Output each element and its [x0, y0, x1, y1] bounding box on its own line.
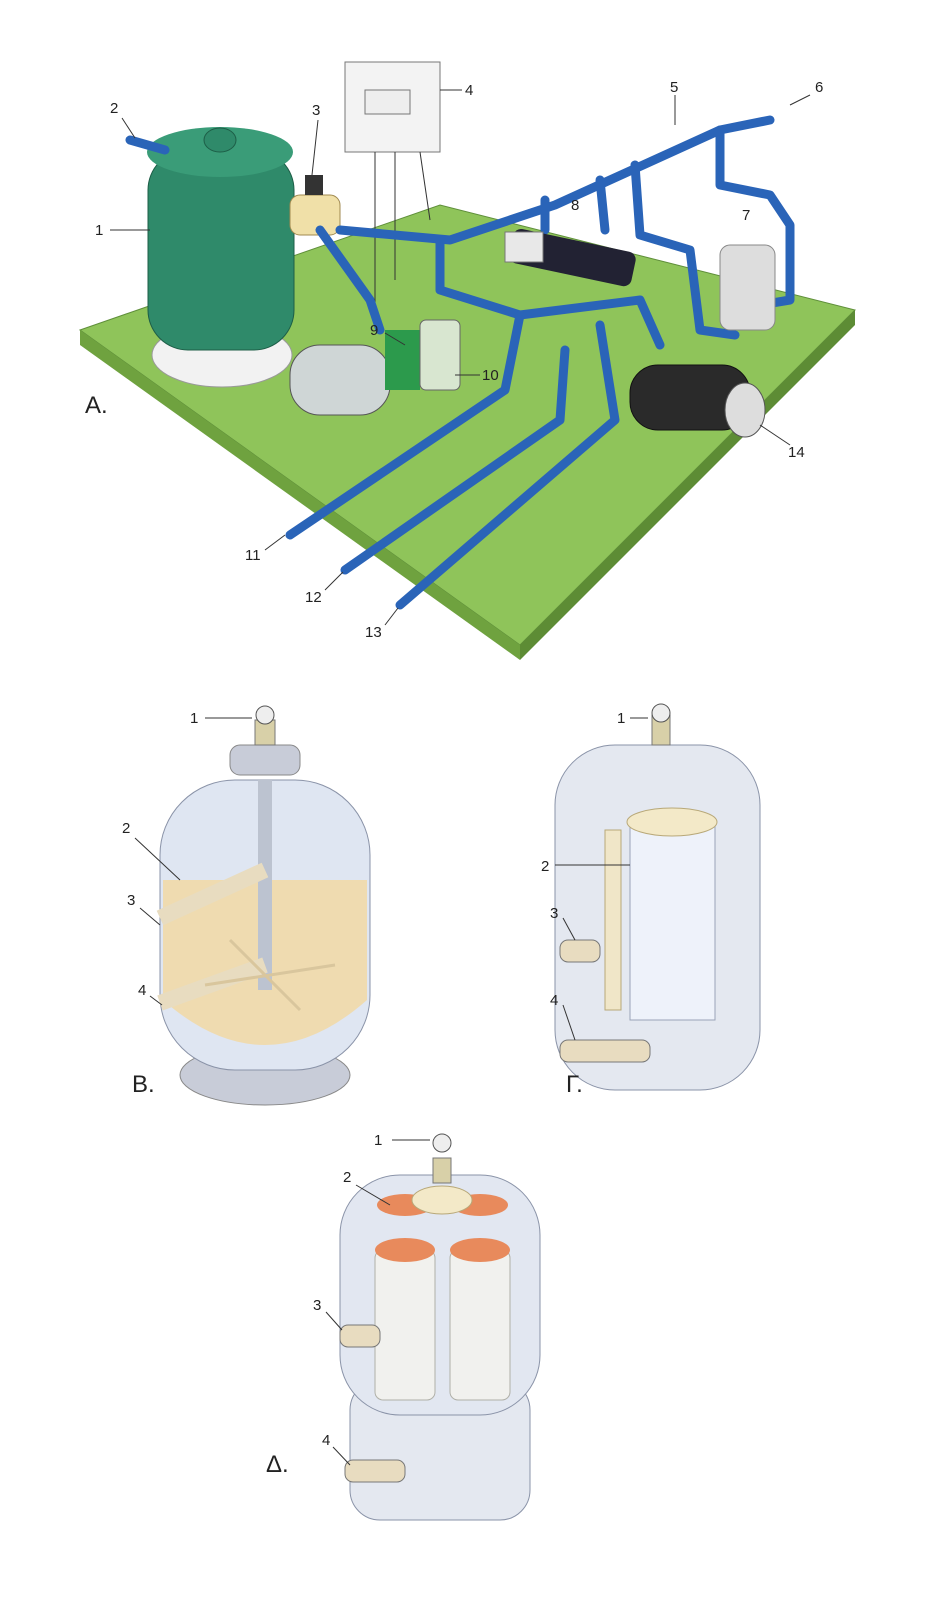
callout-5: 5: [670, 79, 678, 96]
callout-12: 12: [305, 589, 322, 606]
callout-b-3: 3: [127, 892, 135, 909]
panel-a-callouts: 1 2 3 4 5 6 7 8 9 10 11 12 13 14 A.: [85, 79, 823, 641]
callout-3: 3: [312, 102, 320, 119]
pre-filter-strainer: [719, 244, 776, 331]
pressure-gauge: [432, 1157, 452, 1184]
panel-d-cartridge-filter: 1 2 3 4 Δ.: [266, 1132, 541, 1521]
pipe-network: [335, 115, 775, 245]
callout-d-3: 3: [313, 1297, 321, 1314]
callout-d-1: 1: [374, 1132, 382, 1149]
callout-13: 13: [365, 624, 382, 641]
panel-a-piping-system: [78, 61, 856, 660]
callout-8: 8: [571, 197, 579, 214]
section-label-d: Δ.: [266, 1451, 289, 1478]
callout-g-2: 2: [541, 858, 549, 875]
callout-g-1: 1: [617, 710, 625, 727]
callout-d-2: 2: [343, 1169, 351, 1186]
multiport-valve: [289, 194, 341, 236]
section-label-g: Г.: [566, 1071, 583, 1098]
callout-9: 9: [370, 322, 378, 339]
callout-2: 2: [110, 100, 118, 117]
callout-6: 6: [815, 79, 823, 96]
callout-14: 14: [788, 444, 805, 461]
pump-strainer: [419, 319, 461, 391]
pump-motor: [289, 344, 391, 416]
section-label-b: B.: [132, 1071, 155, 1098]
callout-7: 7: [742, 207, 750, 224]
platform-edge: [80, 330, 520, 660]
callout-1: 1: [95, 222, 103, 239]
callout-b-4: 4: [138, 982, 146, 999]
filter-grid-elements: [629, 819, 716, 1021]
sand-filter-tank: [147, 149, 295, 351]
section-label-a: A.: [85, 392, 108, 419]
callout-d-4: 4: [322, 1432, 330, 1449]
callout-11: 11: [245, 547, 261, 564]
cartridge: [449, 1249, 511, 1401]
panel-g-de-filter: 1 2 3 4 Г.: [541, 703, 761, 1098]
callout-10: 10: [482, 367, 499, 384]
callout-4: 4: [465, 82, 473, 99]
panel-b-sand-filter: 1 2 3 4 B.: [122, 705, 371, 1106]
callout-g-4: 4: [550, 992, 558, 1009]
callout-g-3: 3: [550, 905, 558, 922]
callout-b-2: 2: [122, 820, 130, 837]
callout-b-1: 1: [190, 710, 198, 727]
cartridge: [374, 1249, 436, 1401]
tank-dome: [203, 127, 237, 153]
